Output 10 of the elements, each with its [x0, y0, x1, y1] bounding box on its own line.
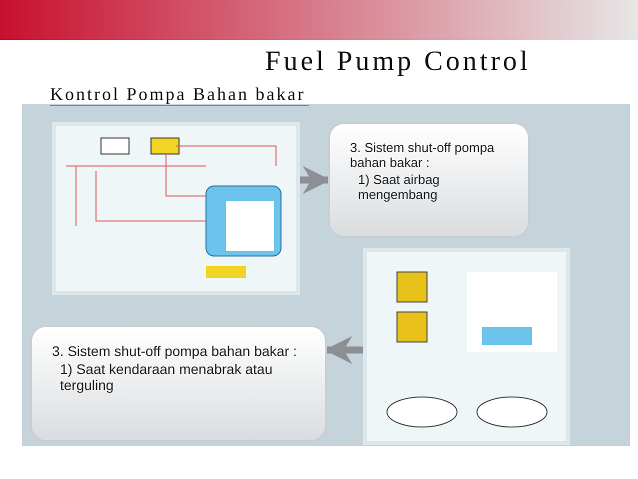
list-item-text: 1) Saat airbag mengembang — [357, 172, 441, 202]
circuit-diagram-picture — [52, 122, 300, 295]
text-box — [328, 122, 530, 238]
slide-subtitle: Kontrol Pompa Bahan bakar — [50, 84, 310, 106]
text-box — [30, 325, 327, 442]
slide-title: Fuel Pump Control — [265, 46, 531, 78]
list-item-text: 1) Saat kendaraan menabrak atau terguling — [59, 361, 274, 393]
heading-text: 3. Sistem shut-off pompa bahan bakar : — [51, 343, 298, 359]
heading-text: 3. Sistem shut-off pompa bahan bakar : — [349, 140, 496, 170]
mechanism-diagram-picture — [363, 248, 570, 445]
